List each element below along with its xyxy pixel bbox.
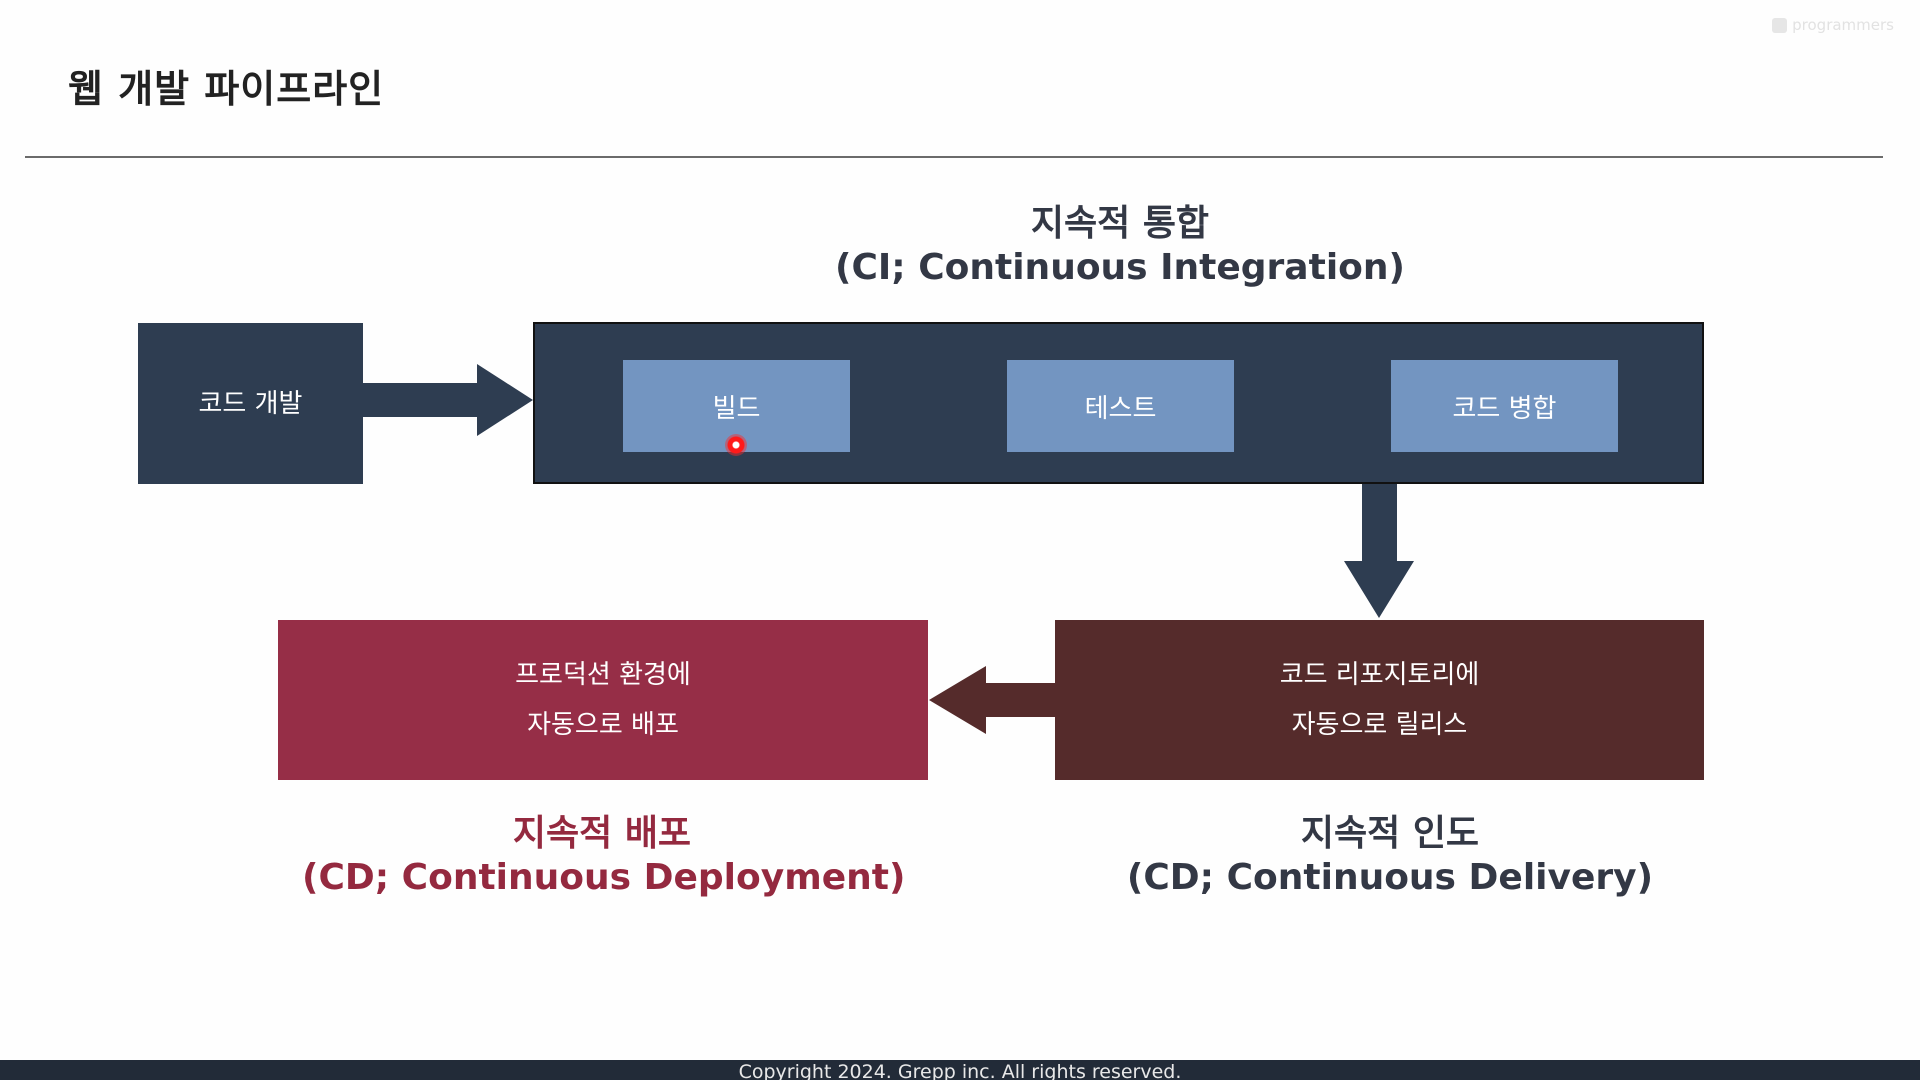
title-divider <box>25 156 1883 158</box>
laser-pointer-dot <box>725 434 747 456</box>
deployment-box: 프로덕션 환경에 자동으로 배포 <box>278 620 928 780</box>
delivery-title-en: (CD; Continuous Delivery) <box>1126 857 1654 898</box>
deployment-box-line1: 프로덕션 환경에 <box>515 660 691 690</box>
watermark: programmers <box>1772 16 1894 34</box>
delivery-title-ko: 지속적 인도 <box>1300 813 1480 854</box>
deployment-heading: 지속적 배포 (CD; Continuous Deployment) <box>302 812 906 900</box>
footer: Copyright 2024. Grepp inc. All rights re… <box>0 1060 1920 1080</box>
ci-heading: 지속적 통합 (CI; Continuous Integration) <box>820 202 1420 290</box>
delivery-box-line1: 코드 리포지토리에 <box>1279 660 1480 690</box>
code-dev-label: 코드 개발 <box>198 388 303 419</box>
arrow-ci-to-delivery <box>1344 484 1414 618</box>
deployment-title-en: (CD; Continuous Deployment) <box>302 857 906 898</box>
deployment-title-ko: 지속적 배포 <box>512 813 692 854</box>
arrow-code-dev-to-ci <box>363 364 533 436</box>
slide-title: 웹 개발 파이프라인 <box>68 67 385 111</box>
stage-merge: 코드 병합 <box>1391 360 1618 452</box>
watermark-text: programmers <box>1792 16 1894 34</box>
deployment-box-line2: 자동으로 배포 <box>527 710 679 740</box>
ci-title-ko: 지속적 통합 <box>1030 203 1210 244</box>
stage-build: 빌드 <box>623 360 850 452</box>
delivery-box-line2: 자동으로 릴리스 <box>1291 710 1468 740</box>
arrow-delivery-to-deployment <box>929 666 1055 734</box>
delivery-box: 코드 리포지토리에 자동으로 릴리스 <box>1055 620 1704 780</box>
code-dev-box: 코드 개발 <box>138 323 363 484</box>
stage-test: 테스트 <box>1007 360 1234 452</box>
ci-container: 빌드 테스트 코드 병합 <box>533 322 1704 484</box>
footer-copyright: Copyright 2024. Grepp inc. All rights re… <box>738 1061 1182 1080</box>
ci-title-en: (CI; Continuous Integration) <box>835 247 1405 288</box>
delivery-heading: 지속적 인도 (CD; Continuous Delivery) <box>1090 812 1690 900</box>
programmers-logo-icon <box>1772 17 1788 33</box>
